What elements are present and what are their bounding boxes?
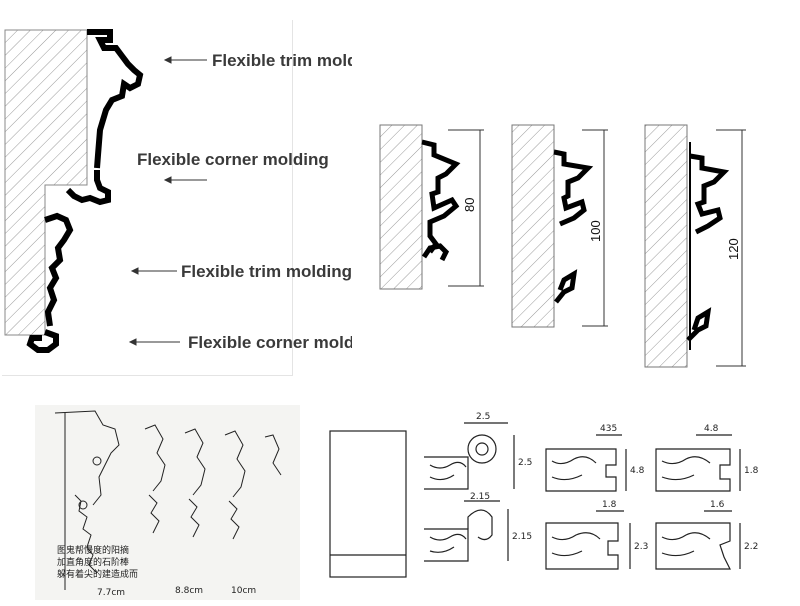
- upper-corner-profile: [65, 170, 111, 206]
- dim-2-15-side: 2.15: [512, 532, 532, 542]
- top-left-panel: [2, 20, 293, 376]
- profile-80: 80: [379, 124, 484, 290]
- bottom-right-sketch-panel: 2.5 2.5 2.15 2.15 435 4.8 4.8 1.8 1.8 2.…: [300, 405, 790, 600]
- label-corner-molding-1: Flexible corner molding: [137, 150, 329, 169]
- dim-4-8-side: 4.8: [630, 466, 645, 476]
- sketch-size-1: 7.7cm: [97, 588, 125, 598]
- dim-2-5-side: 2.5: [518, 458, 532, 468]
- sketch-note-1: 图鬼帮慢度的阳摘: [57, 544, 129, 556]
- label-trim-molding-1: Flexible trim molding: [212, 51, 383, 70]
- dim-2-3-side: 2.3: [634, 542, 648, 552]
- lower-corner-profile: [26, 329, 59, 353]
- dim-1-6-top: 1.6: [710, 500, 725, 510]
- dim-1-8-top: 1.8: [602, 500, 617, 510]
- sketch-note-2: 加直角度的石阶棒: [57, 556, 129, 568]
- dim-2-5-top: 2.5: [476, 412, 490, 422]
- hand-sketch-left: 图鬼帮慢度的阳摘 加直角度的石阶棒 躲有着尖的建造成而 7.7cm 8.8cm …: [54, 410, 282, 598]
- hand-sketch-right: 2.5 2.5 2.15 2.15 435 4.8 4.8 1.8 1.8 2.…: [329, 412, 759, 578]
- sketch-size-2: 8.8cm: [175, 586, 203, 596]
- dim-435: 435: [600, 424, 617, 434]
- dim-4-8-top: 4.8: [704, 424, 719, 434]
- bottom-left-sketch-panel: 图鬼帮慢度的阳摘 加直角度的石阶棒 躲有着尖的建造成而 7.7cm 8.8cm …: [35, 405, 300, 600]
- upper-trim-profile: [87, 29, 144, 169]
- label-trim-molding-2: Flexible trim molding: [181, 262, 352, 281]
- wall-hatch: [4, 29, 88, 336]
- dimension-80: 80: [462, 198, 477, 212]
- top-right-panel: 80 100 120: [352, 12, 782, 382]
- dimension-100: 100: [588, 220, 603, 242]
- dimension-120: 120: [726, 238, 741, 260]
- dim-2-15-top: 2.15: [470, 492, 490, 502]
- label-arrows: [128, 56, 207, 346]
- sketch-size-3: 10cm: [231, 586, 256, 596]
- label-corner-molding-2: Flexible corner molding: [188, 333, 380, 352]
- dim-1-8-side: 1.8: [744, 466, 759, 476]
- wall-section-diagram: [4, 29, 207, 353]
- profile-120: 120: [644, 124, 746, 368]
- sketch-note-3: 躲有着尖的建造成而: [57, 568, 138, 580]
- profile-100: 100: [511, 124, 608, 328]
- lower-trim-profile: [44, 212, 74, 327]
- profile-dimension-diagram: 80 100 120: [379, 124, 746, 368]
- dim-2-2-side: 2.2: [744, 542, 758, 552]
